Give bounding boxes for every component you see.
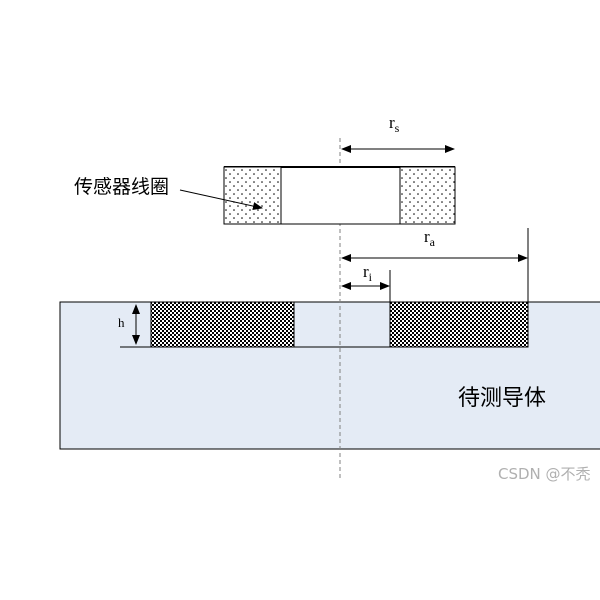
- ra-label: ra: [424, 227, 436, 249]
- conductor-label: 待测导体: [458, 386, 546, 411]
- sensor-coil-label: 传感器线圈: [74, 176, 169, 198]
- sensor-coil-leader-arrow: [179, 189, 263, 210]
- embedded-coil-right: [389, 301, 529, 348]
- sensor-coil-left-winding: [223, 166, 282, 225]
- sensor-coil-right-winding: [399, 166, 456, 225]
- embedded-coil-left: [150, 301, 295, 348]
- rs-label: rs: [389, 113, 400, 135]
- h-label: h: [118, 315, 125, 330]
- watermark-text: CSDN @不秃: [498, 465, 591, 483]
- ri-label: ri: [363, 262, 373, 284]
